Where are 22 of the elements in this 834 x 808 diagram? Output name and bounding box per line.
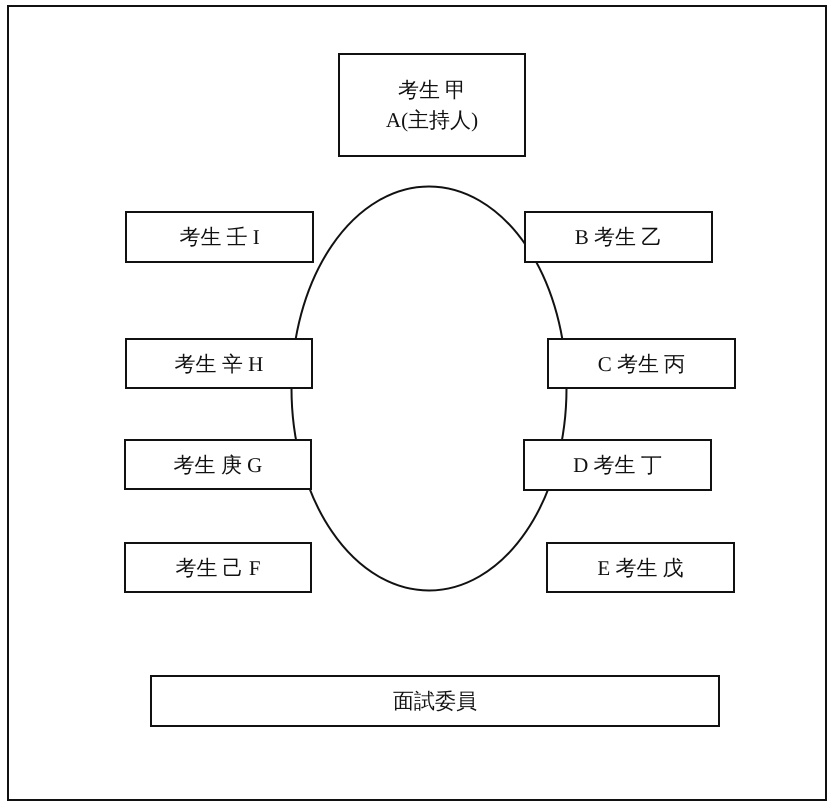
seat-label: 考生 辛 H <box>174 350 264 378</box>
seat-label: 考生 壬 I <box>179 224 260 251</box>
seat-box <box>338 53 526 157</box>
seat-label: 考生 庚 G <box>174 452 262 478</box>
seat-box <box>547 338 736 389</box>
seat-label: D 考生 丁 <box>573 452 662 479</box>
seat-box <box>125 338 313 389</box>
seat-label: B 考生 乙 <box>574 224 662 251</box>
seat-box <box>124 542 312 593</box>
seat-label: 考生 己 F <box>175 554 261 582</box>
seat-box <box>124 439 312 490</box>
seat-label: 考生 甲 <box>398 77 466 104</box>
seat-box <box>524 211 713 263</box>
seat-box <box>125 211 314 263</box>
seat-box <box>546 542 735 593</box>
table-ellipse <box>290 185 568 592</box>
seat-label: E 考生 戊 <box>597 554 684 582</box>
seat-label: 面試委員 <box>393 688 477 715</box>
seat-label: A(主持人) <box>386 107 478 134</box>
seat-label: C 考生 丙 <box>598 350 686 378</box>
seat-box <box>523 439 712 491</box>
seat-box <box>150 675 720 727</box>
